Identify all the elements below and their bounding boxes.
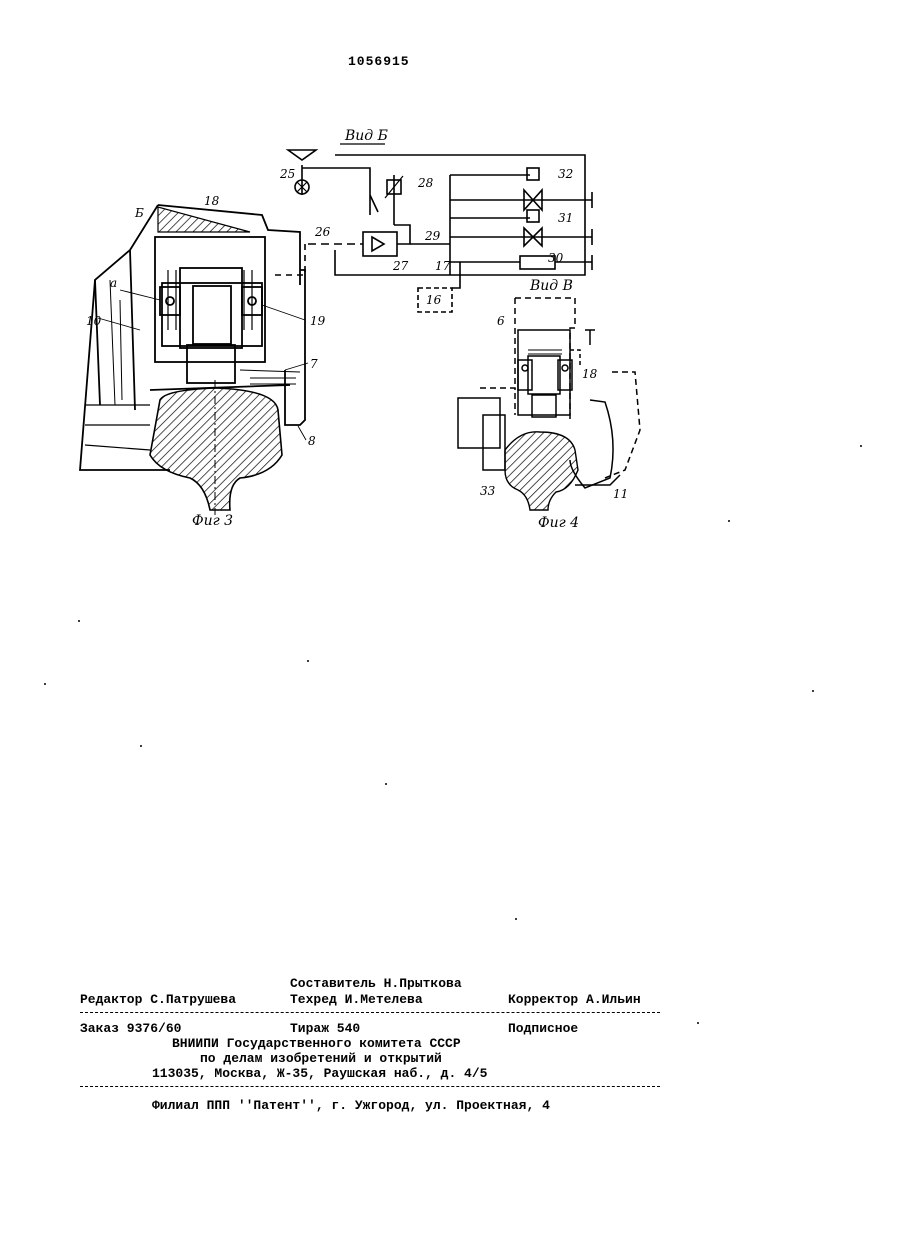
corrector: Корректор А.Ильин [508,992,641,1007]
compiler: Составитель Н.Прыткова [290,976,462,991]
org-line-1: ВНИИПИ Государственного комитета СССР [172,1036,461,1051]
address: 113035, Москва, Ж-35, Раушская наб., д. … [152,1066,487,1081]
editor: Редактор С.Патрушева [80,992,236,1007]
scan-speck [697,1022,699,1024]
scan-speck [44,683,46,685]
order: Заказ 9376/60 [80,1021,181,1036]
scan-speck [307,660,309,662]
circulation: Тираж 540 [290,1021,360,1036]
scan-speck [860,445,862,447]
scan-speck [78,620,80,622]
divider [80,1012,660,1013]
org-line-2: по делам изобретений и открытий [200,1051,442,1066]
scan-speck [515,918,517,920]
divider [80,1086,660,1087]
branch: Филиал ППП ''Патент'', г. Ужгород, ул. П… [152,1098,550,1113]
scan-speck [385,783,387,785]
subscription: Подписное [508,1021,578,1036]
scan-speck [728,520,730,522]
scan-speck [812,690,814,692]
scan-speck [140,745,142,747]
techred: Техред И.Метелева [290,992,423,1007]
